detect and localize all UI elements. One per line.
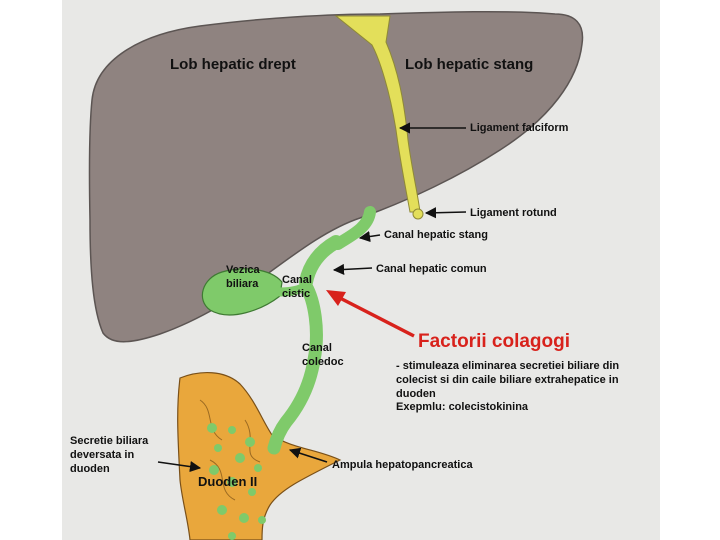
red-arrow <box>336 296 414 336</box>
common-bile-duct-label: Canal coledoc <box>302 342 344 370</box>
gallbladder-label: Vezica biliara <box>226 264 260 292</box>
secretion-label: Secretie biliara deversata in duoden <box>70 435 148 476</box>
common-hepatic-duct-label: Canal hepatic comun <box>376 263 487 276</box>
factors-title: Factorii colagogi <box>418 331 570 353</box>
cystic-duct-label: Canal cistic <box>282 274 312 302</box>
ampulla-label: Ampula hepatopancreatica <box>332 459 473 472</box>
right-lobe-label: Lob hepatic drept <box>170 56 296 73</box>
left-hepatic-duct-label: Canal hepatic stang <box>384 229 488 242</box>
left-lobe-label: Lob hepatic stang <box>405 56 533 73</box>
round-ligament-label: Ligament rotund <box>470 207 557 220</box>
duodenum-label: Duoden II <box>198 475 257 490</box>
right-margin <box>660 0 720 540</box>
duodenum <box>178 373 340 540</box>
falciform-label: Ligament falciform <box>470 122 568 135</box>
factors-description: - stimuleaza eliminarea secretiei biliar… <box>396 360 619 415</box>
round-ligament <box>413 209 423 219</box>
